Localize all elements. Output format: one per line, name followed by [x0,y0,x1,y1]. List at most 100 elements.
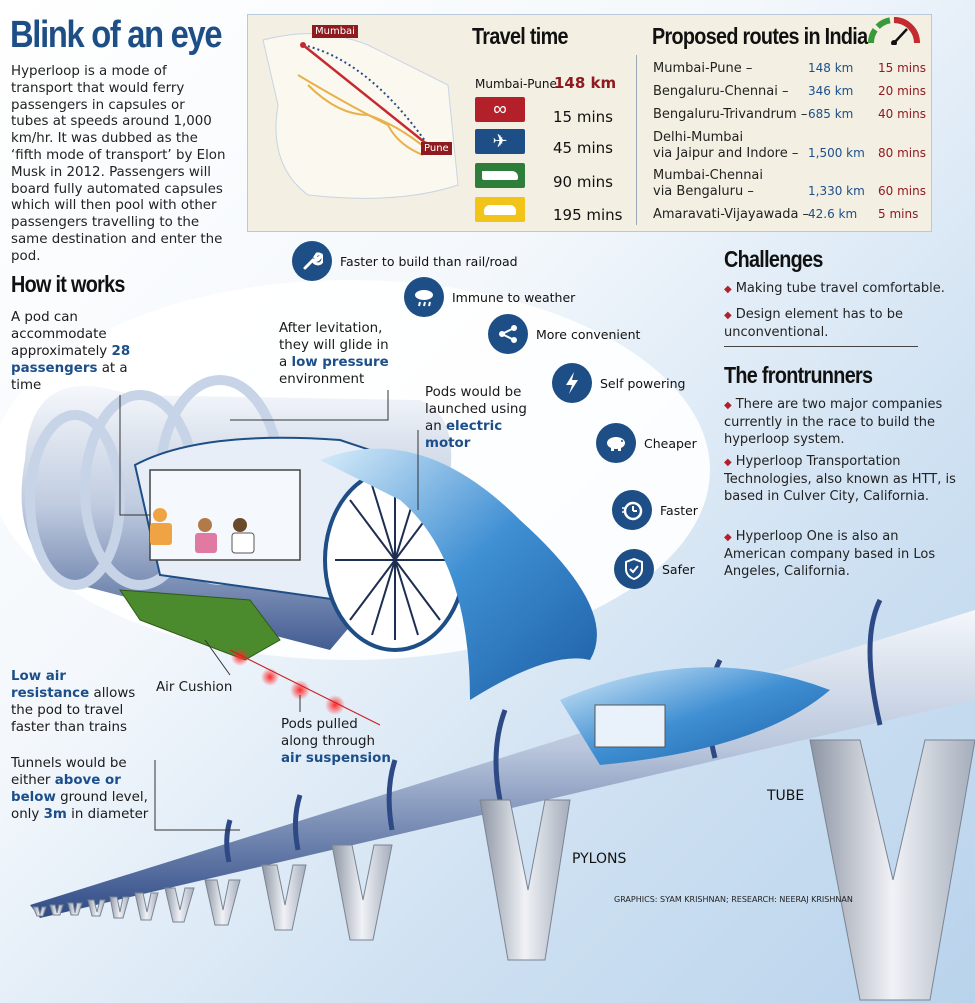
air-cushion [119,589,281,661]
benefit-build-label: Faster to build than rail/road [340,253,518,269]
hyperloop-time: 15 mins [553,108,613,126]
tube-label: TUBE [767,788,805,804]
challenges-heading: Challenges [724,246,823,272]
airplane-icon: ✈ [492,131,508,151]
how-it-works-heading: How it works [11,271,125,297]
share-icon [488,314,528,354]
route-km-4: 1,500 km [808,146,865,160]
tube-rings [224,598,883,863]
intro-text: Hyperloop is a mode of transport that wo… [11,64,226,264]
benefit-weather: Immune to weather [404,277,575,317]
benefit-cheaper-label: Cheaper [644,435,697,451]
tunnels-mid: ground level, only [11,790,148,822]
car-mode-box [475,197,525,222]
levitation-highlight: low pressure [291,355,389,370]
tunnels-post: in diameter [71,807,149,822]
small-pod-window [594,704,666,748]
bullet-icon: ◆ [724,284,732,295]
benefit-safer-label: Safer [662,561,695,577]
map-city-b: Pune [421,142,452,155]
benefit-cheaper: Cheaper [596,423,697,463]
air-resistance-post: allows the pod to travel faster than tra… [11,686,136,735]
frontrunner-item-1: ◆There are two major companies currently… [724,396,964,448]
route-km-1: 148 km [808,61,854,75]
train-time: 90 mins [553,173,613,191]
launch-note: Pods would be launched using an electric… [425,384,545,452]
tunnels-note: Tunnels would be either above or below g… [11,755,161,823]
launch-pre: Pods would be launched using an [425,385,527,434]
tunnels-pre: Tunnels would be either [11,756,127,788]
frontrunner-item-3: ◆Hyperloop One is also an American compa… [724,528,964,580]
car-time: 195 mins [553,206,623,224]
car-icon [484,205,516,215]
travel-time-heading: Travel time [472,23,568,49]
benefit-faster-label: Faster [660,502,698,518]
bullet-icon: ◆ [724,310,732,321]
route-min-4: 80 mins [878,146,926,160]
air-resistance-highlight: Low air resistance [11,669,90,701]
suspension-note: Pods pulled along through air suspension [281,716,391,767]
travel-distance: 148 km [554,74,617,92]
routes-heading: Proposed routes in India [652,23,868,49]
piggy-bank-icon [596,423,636,463]
pod-capacity-highlight: 28 passengers [11,344,131,376]
nose-cone [320,448,597,700]
route-row-1: Mumbai-Pune – [653,61,753,76]
route-min-3: 40 mins [878,107,926,121]
route-min-2: 20 mins [878,84,926,98]
fan-blades [335,480,455,640]
stopwatch-icon [612,490,652,530]
routes-panel: Mumbai Pune Travel time Mumbai-Pune 148 … [247,14,932,232]
tunnels-highlight-2: 3m [43,807,67,822]
levitation-post: environment [279,372,365,387]
benefit-weather-label: Immune to weather [452,289,576,305]
airplane-mode-box: ✈ [475,129,525,154]
passengers [150,508,255,554]
frontrunner-text-2: Hyperloop Transportation Technologies, a… [724,454,956,504]
route-km-6: 42.6 km [808,207,858,221]
challenge-item-1: ◆Making tube travel comfortable. [724,280,964,298]
frontrunner-text-1: There are two major companies currently … [724,397,943,447]
benefit-faster: Faster [612,490,698,530]
page-title: Blink of an eye [10,14,223,56]
route-row-4: Delhi-Mumbai via Jaipur and Indore – [653,130,799,161]
wrench-icon [292,241,332,281]
route-km-5: 1,330 km [808,184,865,198]
bullet-icon: ◆ [724,532,732,543]
travel-route: Mumbai-Pune [475,77,557,91]
route-min-5: 60 mins [878,184,926,198]
route-row-6: Amaravati-Vijayawada – [653,207,810,222]
benefit-safer: Safer [614,549,695,589]
benefit-convenient-label: More convenient [536,326,641,342]
route-row-3: Bengaluru-Trivandrum – [653,107,808,122]
pylons-label: PYLONS [572,851,627,867]
pylons [32,739,975,1001]
air-cushion-label: Air Cushion [156,680,233,695]
air-resistance-note: Low air resistance allows the pod to tra… [11,668,141,736]
challenge-item-2: ◆Design element has to be unconventional… [724,306,964,341]
tunnels-highlight: above or below [11,773,121,805]
benefit-power-label: Self powering [600,375,686,391]
launch-highlight: electric motor [425,419,503,451]
route-row-2: Bengaluru-Chennai – [653,84,789,99]
train-mode-box [475,163,525,188]
lightning-icon [552,363,592,403]
challenge-text-1: Making tube travel comfortable. [735,281,945,296]
benefit-power: Self powering [552,363,685,403]
india-map [262,33,459,199]
hyperloop-mode-box: ∞ [475,97,525,122]
levitation-pre: After levitation, they will glide in a [279,321,389,370]
route-km-3: 685 km [808,107,854,121]
route-min-1: 15 mins [878,61,926,75]
frontrunners-heading: The frontrunners [724,362,873,388]
pod-capacity-post: at a time [11,361,128,393]
pod-capacity-pre: A pod can accommodate approximately [11,310,108,359]
airplane-time: 45 mins [553,139,613,157]
train-icon [482,171,518,180]
route-km-2: 346 km [808,84,854,98]
pod-window [149,469,301,561]
cloud-rain-icon [404,277,444,317]
shield-icon [614,549,654,589]
levitation-note: After levitation, they will glide in a l… [279,320,394,388]
